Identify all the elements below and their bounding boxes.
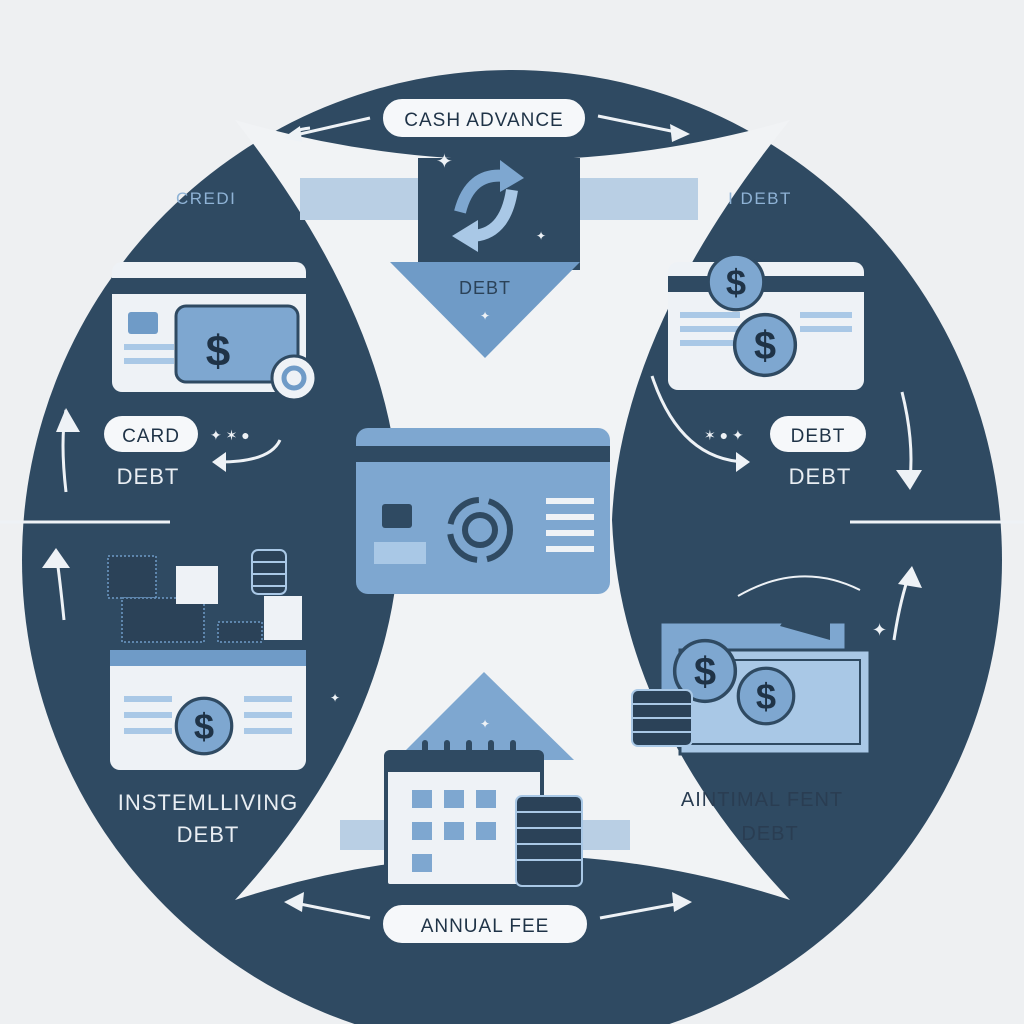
- central-credit-card-icon: [356, 428, 610, 594]
- arrow-top-left-line: [299, 116, 371, 136]
- debt-funnel: [390, 262, 580, 358]
- coin-stack-icon: [631, 689, 693, 747]
- coin-stack-icon: [251, 549, 287, 595]
- dollar-icon: $: [206, 327, 230, 376]
- arrow-top-right-line: [597, 114, 677, 134]
- arrow-right-debt: [650, 375, 747, 464]
- cash-advance-pill: CASH ADVANCE: [381, 97, 587, 139]
- arrow-right-down-head: [896, 470, 922, 490]
- sparkle-icon: ✦: [872, 620, 887, 640]
- sparkle-icon: ✦: [536, 229, 546, 243]
- card-debt-label: DEBT: [117, 464, 180, 489]
- exchange-arrows-icon: [452, 160, 524, 252]
- arrow-bottom-right-up-head: [898, 566, 922, 588]
- credit-heading: CREDI: [176, 189, 236, 208]
- arrow-left-up-head: [56, 408, 80, 432]
- arrow-card-debt-head: [212, 452, 226, 472]
- dollar-coin-icon: [736, 666, 796, 726]
- arrow-bottom-right-head: [672, 892, 692, 912]
- annual-fee-pill: ANNUAL FEE: [381, 903, 589, 945]
- aintimal-title: AINTIMAL FENT: [681, 789, 843, 811]
- cycle-icon: [447, 497, 513, 563]
- card-pill: CARD: [104, 416, 198, 452]
- annual-fee-label: ANNUAL FEE: [421, 916, 550, 937]
- credit-card-left-icon: $: [112, 262, 306, 392]
- calendar-icon: [384, 740, 544, 888]
- card-pill-label: CARD: [122, 426, 180, 447]
- top-debt-label: DEBT: [459, 278, 511, 298]
- arrow-bottom-left-line: [299, 902, 371, 920]
- top-band-left: [300, 178, 418, 220]
- arrow-bottom-left-up-head: [42, 548, 70, 568]
- arrow-right-debt-head: [736, 452, 750, 472]
- aintimal-debt-label: DEBT: [741, 823, 798, 845]
- right-pill-label: DEBT: [791, 426, 846, 447]
- sparkle-icon: ✦ ✶ ●: [210, 427, 250, 443]
- arrow-curve-top: [737, 575, 861, 597]
- arrow-card-debt: [219, 439, 282, 464]
- right-heading: I DEBT: [728, 189, 792, 208]
- installment-title: INSTEMLLIVING: [118, 790, 298, 815]
- sparkle-icon: ✦: [436, 151, 453, 173]
- dollar-coin-icon: [706, 252, 766, 312]
- top-band-right: [580, 178, 698, 220]
- arrow-top-left-head: [283, 126, 302, 142]
- sparkle-icon: ✶ ● ✦: [704, 427, 744, 443]
- annual-fee-roof: [396, 672, 574, 760]
- dollar-coin-icon: [174, 696, 234, 756]
- sparkle-icon: ✦: [330, 691, 340, 705]
- arrow-top-right-head: [670, 124, 690, 142]
- sparkle-icon: ✦: [480, 309, 490, 323]
- installment-debt-label: DEBT: [177, 822, 240, 847]
- dollar-coin-icon: [732, 312, 798, 378]
- sparkle-icon: ✦: [480, 717, 490, 731]
- building-blocks-icon: [107, 555, 302, 643]
- refresh-badge-icon: [270, 354, 318, 402]
- arrow-bottom-right-line: [599, 902, 677, 920]
- cash-advance-label: CASH ADVANCE: [404, 110, 563, 131]
- right-debt-pill: DEBT: [770, 416, 866, 452]
- coin-stack-icon: [515, 795, 583, 887]
- arrow-bottom-left-head: [284, 892, 304, 912]
- bottom-band-left: [340, 820, 390, 850]
- bottom-band-right: [580, 820, 630, 850]
- right-debt-label: DEBT: [789, 464, 852, 489]
